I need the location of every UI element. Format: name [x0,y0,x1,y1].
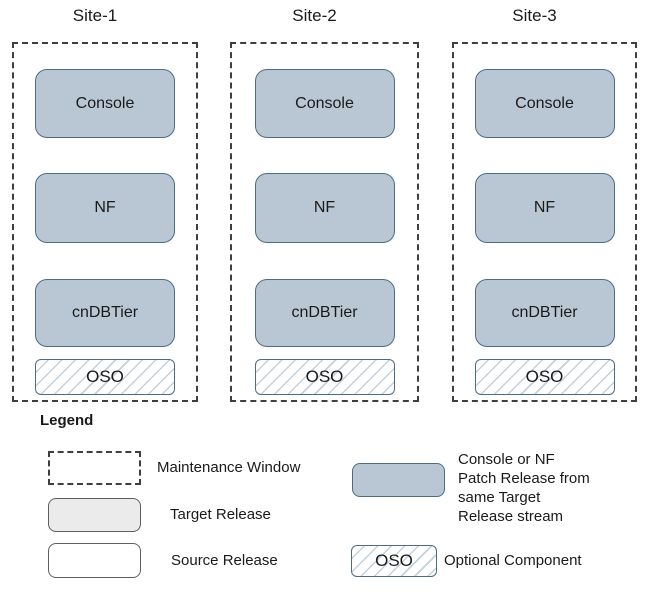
site-2-console-box: Console [254,69,395,138]
site-1-maintenance-window: Console NF cnDBTier OSO [12,42,198,402]
site-2-maintenance-window: Console NF cnDBTier OSO [230,42,419,402]
site-1-cndbtier-box: cnDBTier [35,279,175,347]
patch-release-line: Patch Release from [458,470,590,487]
site-3-title: Site-3 [512,6,557,25]
site-1-oso-box: OSO [35,359,175,395]
legend-heading: Legend [40,412,94,429]
target-release-label: Target Release [170,506,271,523]
site-2-cndbtier-box: cnDBTier [254,279,395,347]
site-1-nf-box: NF [35,173,175,243]
maintenance-window-label: Maintenance Window [157,459,301,476]
patch-release-label: Console or NF Patch Release from same Ta… [458,450,590,526]
maintenance-window-swatch [48,451,141,485]
site-3-cndbtier-box: cnDBTier [474,279,615,347]
site-1-console-box: Console [35,69,175,138]
source-release-swatch [48,543,141,578]
site-2-nf-box: NF [254,173,395,243]
patch-release-line: Console or NF [458,451,555,468]
patch-release-line: same Target [458,489,541,506]
site-3-oso-box: OSO [474,359,615,395]
optional-component-label: Optional Component [444,552,582,569]
site-1-title: Site-1 [72,6,118,25]
source-release-label: Source Release [171,552,278,569]
patch-release-line: Release stream [458,508,564,525]
site-2-oso-box: OSO [254,359,395,395]
target-release-swatch [48,498,141,532]
optional-component-swatch: OSO [351,545,437,577]
site-2-title: Site-2 [292,6,337,25]
site-3-maintenance-window: Console NF cnDBTier OSO [452,42,637,402]
site-3-nf-box: NF [474,173,615,243]
site-3-console-box: Console [474,69,615,138]
patch-release-swatch [352,463,445,497]
